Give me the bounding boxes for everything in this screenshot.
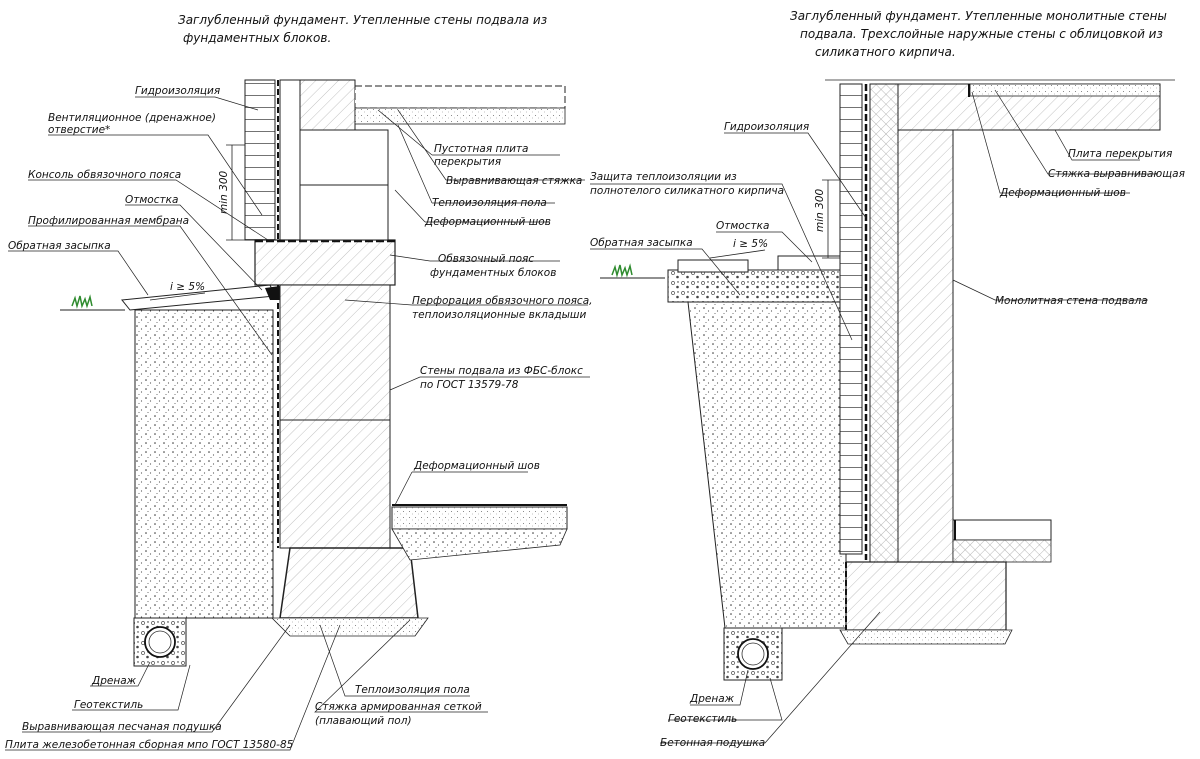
right-label-expansion-joint: Деформационный шов — [999, 187, 1126, 199]
left-label-ring-beam-2: фундаментных блоков — [430, 267, 556, 279]
left-label-floor-insulation-bottom: Теплоизоляция пола — [355, 684, 470, 696]
left-label-mesh-screed-2: (плавающий пол) — [315, 715, 412, 727]
left-label-expansion-joint-floor: Деформационный шов — [413, 460, 540, 472]
left-label-mesh-screed-1: Стяжка армированная сеткой — [315, 701, 482, 713]
right-label-protection-1: Защита теплоизоляции из — [590, 171, 737, 183]
left-label-membrane: Профилированная мембрана — [28, 215, 189, 227]
left-label-perforation-1: Перфорация обвязочного пояса, — [412, 295, 592, 307]
left-label-perforation-2: теплоизоляционные вкладыши — [412, 309, 586, 321]
right-title-line2: подвала. Трехслойные наружные стены с об… — [800, 27, 1163, 41]
right-label-blind-area: Отмостка — [716, 220, 769, 232]
right-label-drainage: Дренаж — [689, 693, 735, 705]
left-slope-arrow — [149, 292, 206, 301]
right-basement-floor — [952, 519, 1052, 541]
right-leveling-screed — [969, 83, 1161, 97]
left-fbs-block-1 — [279, 284, 391, 421]
left-footing-slab — [279, 547, 419, 619]
right-leader-lines — [590, 89, 1158, 744]
left-label-rc-slab: Плита железобетонная сборная мпо ГОСТ 13… — [5, 739, 294, 751]
left-label-vent-2: отверстие* — [48, 124, 110, 136]
right-insulation — [869, 83, 899, 565]
right-drainage-pipe-inner — [741, 642, 765, 666]
left-sand-cushion — [271, 617, 429, 637]
left-floor-insulation — [391, 528, 568, 561]
left-label-walls-1: Стены подвала из ФБС-блокс — [420, 365, 583, 377]
left-floor-screed — [391, 506, 568, 530]
right-drainage-pipe — [737, 638, 769, 670]
left-label-slab-2: перекрытия — [434, 156, 501, 168]
right-drawing: Заглубленный фундамент. Утепленные монол… — [590, 9, 1185, 749]
left-label-slab-1: Пустотная плита — [434, 143, 528, 155]
left-label-ring-beam-1: Обвязочный пояс — [438, 253, 534, 265]
right-backfill — [687, 301, 847, 629]
left-backfill — [134, 309, 274, 619]
right-title-line1: Заглубленный фундамент. Утепленные монол… — [790, 9, 1167, 23]
right-monolithic-wall — [897, 129, 954, 565]
left-title-line1: Заглубленный фундамент. Утепленные стены… — [178, 13, 547, 27]
right-label-monolithic-wall: Монолитная стена подвала — [995, 295, 1148, 307]
right-concrete-cushion — [839, 629, 1013, 645]
left-drainage-pipe-inner — [148, 630, 172, 654]
right-label-floor-slab: Плита перекрытия — [1068, 148, 1172, 160]
left-label-console: Консоль обвязочного пояса — [28, 169, 181, 181]
left-label-vent-1: Вентиляционное (дренажное) — [48, 112, 216, 124]
right-brick-protection — [839, 83, 863, 555]
left-drawing: Заглубленный фундамент. Утепленные стены… — [5, 13, 592, 751]
left-grass — [71, 294, 93, 309]
left-label-waterproofing: Гидроизоляция — [135, 85, 220, 97]
left-label-expansion-joint-top: Деформационный шов — [424, 216, 551, 228]
left-fbs-block-2 — [279, 419, 391, 549]
left-label-backfill: Обратная засыпка — [8, 240, 111, 252]
right-foundation-slab — [845, 561, 1007, 631]
right-gravel-layer — [667, 269, 847, 303]
right-label-backfill: Обратная засыпка — [590, 237, 693, 249]
right-slope-text: i ≥ 5% — [733, 238, 768, 250]
left-blind-area-edge — [265, 286, 280, 300]
left-label-walls-2: по ГОСТ 13579-78 — [420, 379, 519, 391]
left-upper-insulation — [279, 79, 301, 241]
left-drainage-pipe — [144, 626, 176, 658]
left-upper-block-a — [299, 129, 389, 186]
right-label-geotextile: Геотекстиль — [668, 713, 737, 725]
left-label-geotextile: Геотекстиль — [74, 699, 143, 711]
left-label-sand-cushion: Выравнивающая песчаная подушка — [22, 721, 222, 733]
left-upper-block-b — [299, 184, 389, 241]
left-brick-cladding — [244, 79, 276, 241]
right-title-line3: силикатного кирпича. — [815, 45, 956, 59]
left-hollow-slab — [354, 85, 566, 109]
right-basement-floor-insulation — [952, 539, 1052, 563]
left-leader-lines — [5, 96, 590, 751]
left-slab-screed — [354, 107, 566, 125]
left-slope-text: i ≥ 5% — [170, 281, 205, 293]
left-label-leveling-screed: Выравнивающая стяжка — [446, 175, 582, 187]
left-label-blind-area: Отмостка — [125, 194, 178, 206]
right-label-leveling-screed: Стяжка выравнивающая — [1048, 168, 1185, 180]
right-grass — [611, 263, 633, 278]
left-title-line2: фундаментных блоков. — [183, 31, 331, 45]
left-ring-beam — [254, 239, 396, 286]
left-label-floor-insulation-top: Теплоизоляция пола — [432, 197, 547, 209]
right-dimension-text: min 300 — [814, 189, 826, 232]
right-label-protection-2: полнотелого силикатного кирпича — [590, 185, 784, 197]
left-dimension-text: min 300 — [218, 171, 230, 214]
left-label-drainage: Дренаж — [91, 675, 137, 687]
right-label-concrete-cushion: Бетонная подушка — [660, 737, 765, 749]
right-slope-arrow — [709, 249, 766, 259]
right-blind-slab-1 — [677, 259, 749, 273]
right-label-waterproofing: Гидроизоляция — [724, 121, 809, 133]
